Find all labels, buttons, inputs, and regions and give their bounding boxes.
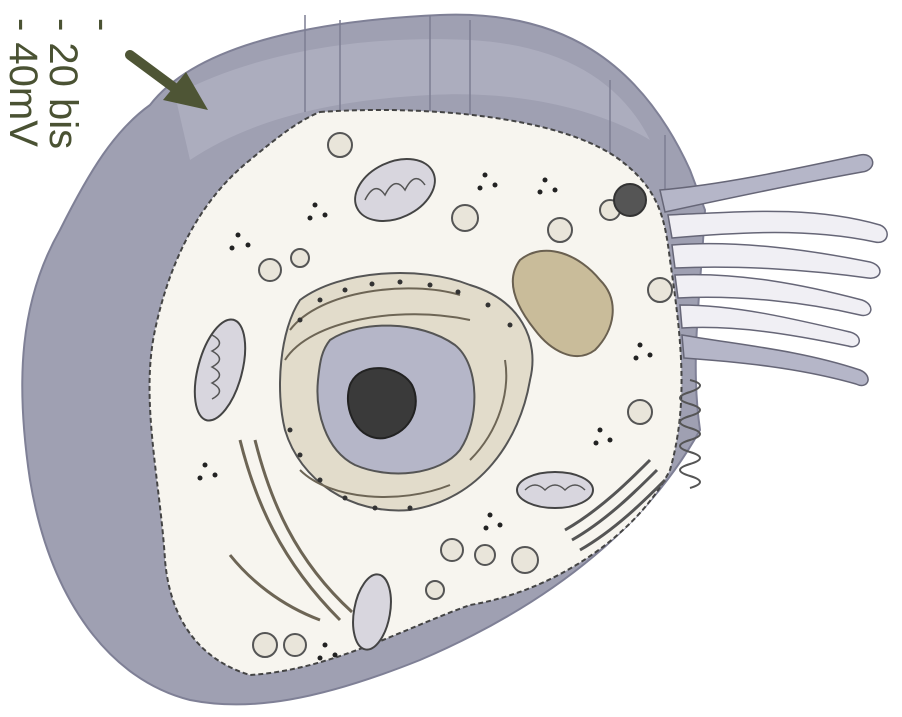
annotation-line-2: - 40mV (3, 18, 43, 147)
annotation-prefix: - (83, 18, 123, 31)
annotation-line-1: - 20 bis (43, 18, 83, 149)
nucleolus (348, 368, 416, 438)
centriole (614, 184, 646, 216)
